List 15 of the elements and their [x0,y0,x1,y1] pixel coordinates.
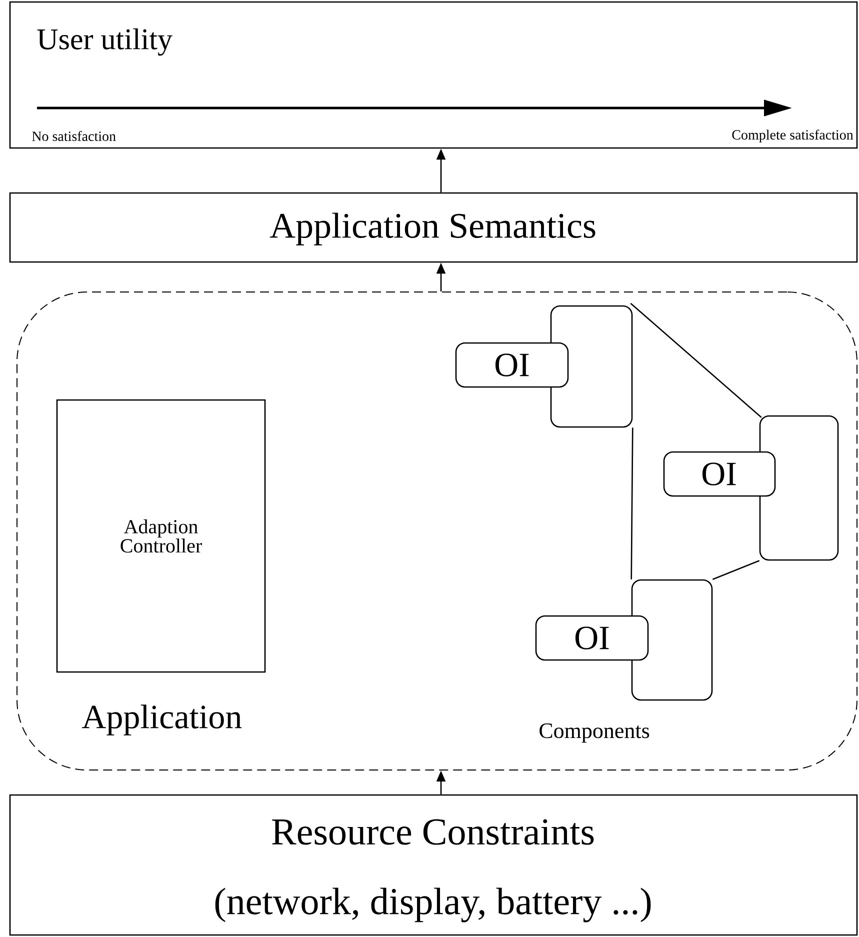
heading: User utility [37,28,172,56]
box-label: OI [495,354,529,376]
heading: Application Semantics [270,212,596,246]
connector-line [630,428,634,580]
heading: Resource Constraints [272,819,594,845]
scale-label: Complete satisfaction [732,130,854,142]
region-label: Application [82,704,242,736]
component-box [759,415,839,561]
box-label: OI [575,626,609,650]
box-label: Adaption Controller [120,519,202,553]
heading: (network, display, battery ...) [215,888,651,922]
connector-line [712,560,760,580]
group-label: Components [540,723,650,743]
scale-label: No satisfaction [32,131,116,141]
box-label: OI [702,462,736,486]
